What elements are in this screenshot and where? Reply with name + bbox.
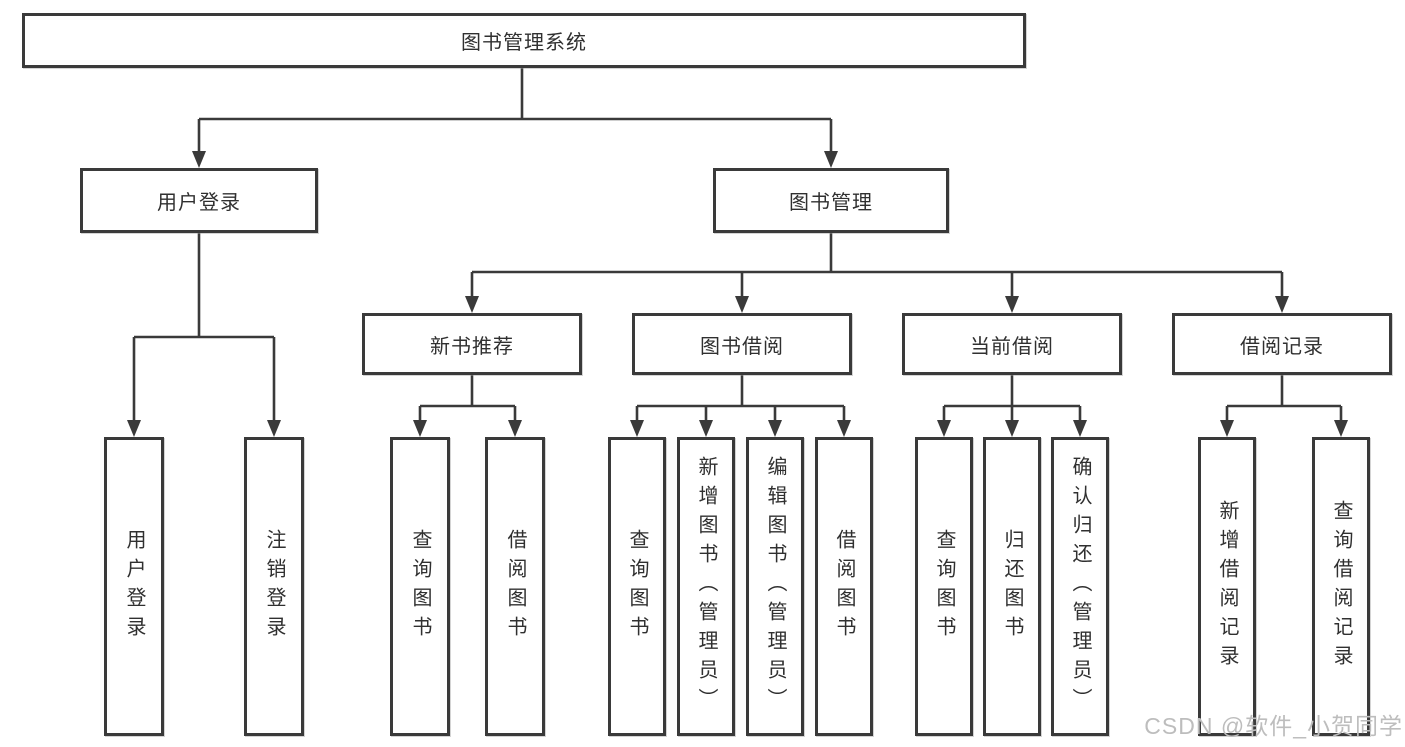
leaf-recommend-query-books: 查询图书 [390, 437, 450, 736]
leaf-recommend-borrow-books: 借阅图书 [485, 437, 545, 736]
arrowhead [768, 420, 782, 437]
arrowhead [1073, 420, 1087, 437]
arrowhead [127, 420, 141, 437]
edge-borrowing-records-to-leaves [1220, 375, 1348, 437]
leaf-borrowing-edit-books-admin: 编辑图书（管理员） [746, 437, 804, 736]
arrowhead [937, 420, 951, 437]
leaf-borrowing-borrow-books: 借阅图书 [815, 437, 873, 736]
node-book-borrowing: 图书借阅 [632, 313, 852, 375]
leaf-current-return-books: 归还图书 [983, 437, 1041, 736]
arrowhead [508, 420, 522, 437]
arrowhead [465, 296, 479, 313]
arrowhead [837, 420, 851, 437]
edge-book-management-to-level3 [465, 233, 1289, 313]
leaf-borrowing-query-books: 查询图书 [608, 437, 666, 736]
arrowhead [824, 151, 838, 168]
edge-user-login-to-leaves [127, 233, 281, 437]
leaf-records-add-record: 新增借阅记录 [1198, 437, 1256, 736]
edge-root-to-level2 [192, 66, 838, 168]
leaf-records-query-record: 查询借阅记录 [1312, 437, 1370, 736]
arrowhead [192, 151, 206, 168]
leaf-borrowing-add-books-admin: 新增图书（管理员） [677, 437, 735, 736]
leaf-current-confirm-return-admin: 确认归还（管理员） [1051, 437, 1109, 736]
node-book-management: 图书管理 [713, 168, 949, 233]
arrowhead [1334, 420, 1348, 437]
arrowhead [630, 420, 644, 437]
node-root-system: 图书管理系统 [22, 13, 1026, 68]
arrowhead [1275, 296, 1289, 313]
arrowhead [735, 296, 749, 313]
edge-current-borrowing-to-leaves [937, 375, 1087, 437]
edge-new-book-recommend-to-leaves [413, 375, 522, 437]
node-current-borrowing: 当前借阅 [902, 313, 1122, 375]
arrowhead [1005, 420, 1019, 437]
csdn-watermark: CSDN @软件_小贺同学 [1144, 713, 1403, 739]
arrowhead [1005, 296, 1019, 313]
node-user-login: 用户登录 [80, 168, 318, 233]
arrowhead [1220, 420, 1234, 437]
node-borrowing-records: 借阅记录 [1172, 313, 1392, 375]
leaf-user-login: 用户登录 [104, 437, 164, 736]
arrowhead [267, 420, 281, 437]
leaf-current-query-books: 查询图书 [915, 437, 973, 736]
arrowhead [699, 420, 713, 437]
edge-book-borrowing-to-leaves [630, 375, 851, 437]
arrowhead [413, 420, 427, 437]
leaf-logout: 注销登录 [244, 437, 304, 736]
node-new-book-recommend: 新书推荐 [362, 313, 582, 375]
